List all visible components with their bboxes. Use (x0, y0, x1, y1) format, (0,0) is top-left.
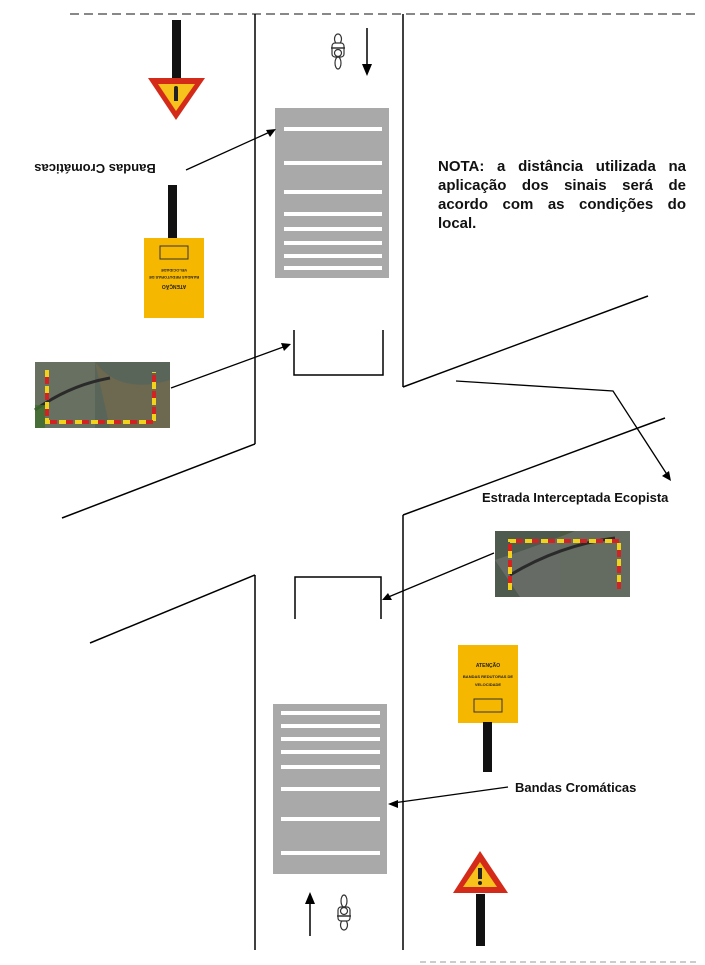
direction-arrow-up-icon (305, 892, 315, 936)
sign-top-line2: BANDAS REDUTORAS DE (149, 275, 199, 280)
yield-sign-icon (148, 20, 205, 120)
barrier-outline-bottom (294, 576, 382, 619)
road-edge-bottom-right (402, 417, 666, 516)
road-edge-top-left (61, 443, 256, 519)
direction-arrow-down-icon (362, 28, 372, 76)
cyclist-icon (331, 33, 345, 70)
speed-bands-sign-bottom: ATENÇÃO BANDAS REDUTORAS DE VELOCIDADE (458, 645, 518, 772)
pointer-bands-top (185, 129, 276, 171)
chromatic-bands-bottom (273, 704, 387, 874)
pointer-road-label (455, 380, 671, 481)
barrier-photo-left (34, 362, 170, 428)
label-bands-top: Bandas Cromáticas (34, 161, 155, 176)
sign-bottom-line2: BANDAS REDUTORAS DE (463, 674, 513, 679)
warning-sign-icon (453, 851, 508, 946)
barrier-photo-right (495, 531, 630, 597)
sign-bottom-line1: ATENÇÃO (476, 662, 500, 669)
sign-bottom-line3: VELOCIDADE (475, 682, 502, 687)
label-intercepted-road: Estrada Interceptada Ecopista (482, 490, 669, 505)
sign-top-line1: ATENÇÃO (162, 283, 186, 290)
pointer-bands-bottom (388, 786, 509, 808)
chromatic-bands-top (275, 108, 389, 278)
note-text: NOTA: a distância utilizada na aplicação… (438, 158, 686, 232)
road-edge-bottom-left (89, 574, 256, 644)
label-bands-bottom: Bandas Cromáticas (515, 780, 636, 795)
road-edge-top-right (402, 295, 649, 388)
sign-top-line3: VELOCIDADE (161, 268, 188, 273)
cyclist-icon (337, 894, 351, 931)
pointer-photo-left (170, 343, 291, 389)
pointer-photo-right (382, 552, 495, 600)
speed-bands-sign-top: ATENÇÃO BANDAS REDUTORAS DE VELOCIDADE (144, 185, 204, 318)
barrier-outline-top (293, 330, 384, 376)
